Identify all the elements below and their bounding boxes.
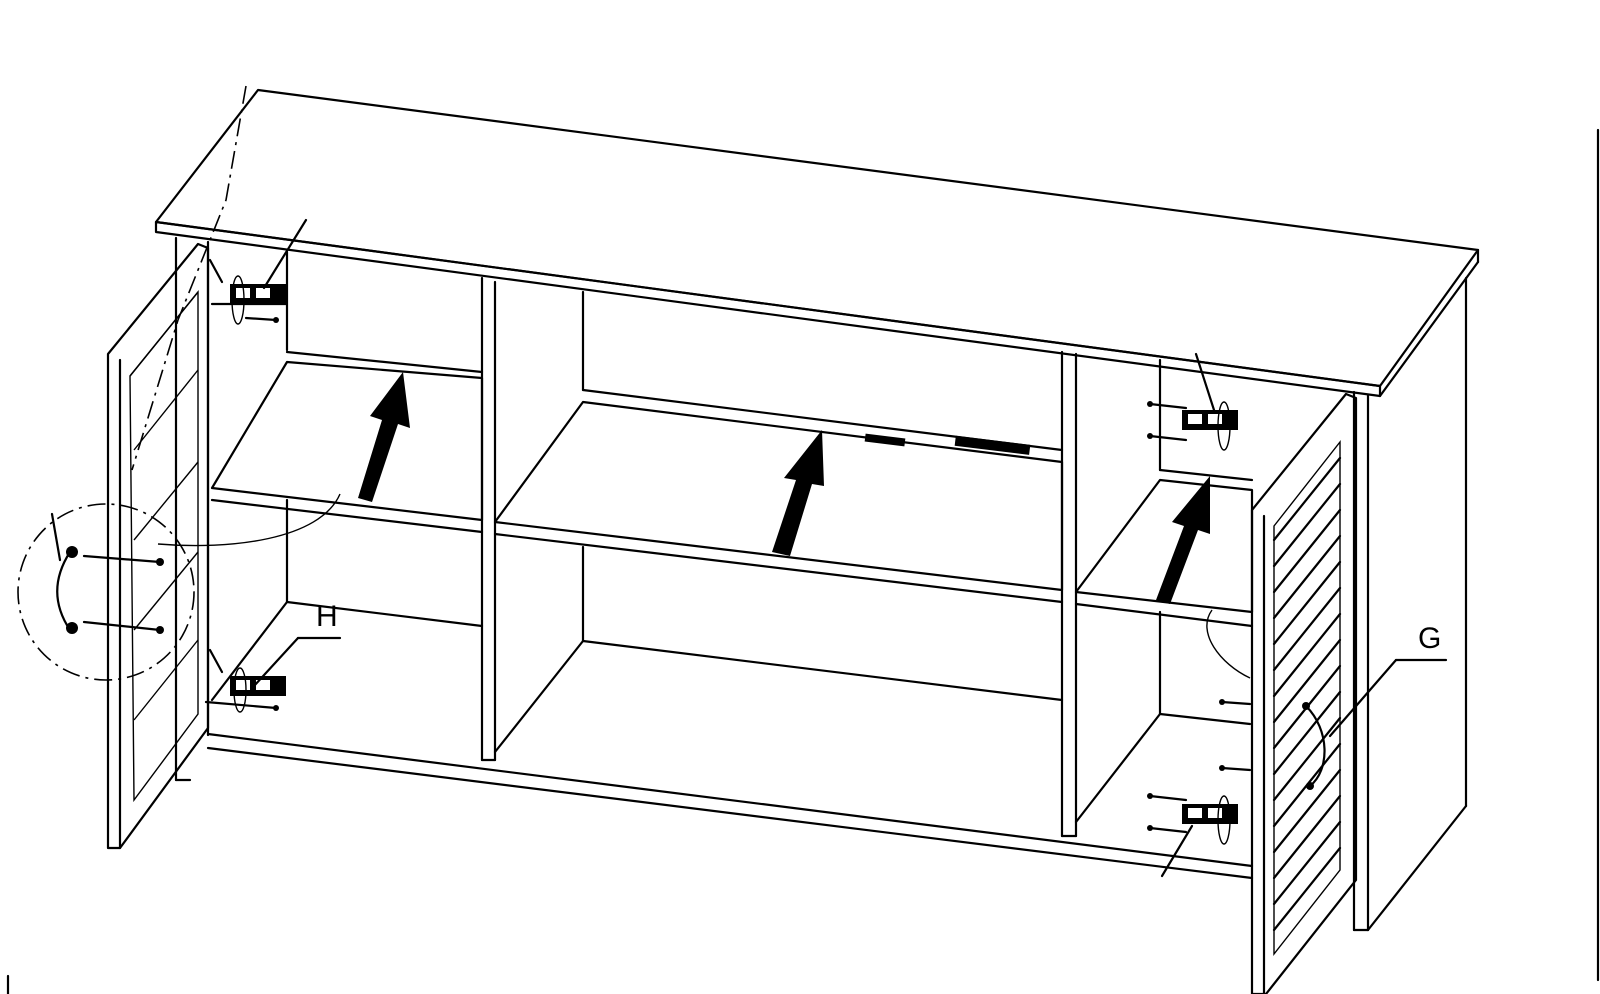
door-louvers [1272,456,1342,932]
screw-icon [1147,825,1188,834]
screw-icon [204,700,279,711]
screw-icon [82,554,164,566]
screw-icon [1219,765,1252,772]
screw-icon [1147,793,1188,802]
hinge-icon [208,648,286,713]
right-side-panel [1352,276,1468,932]
handle-pointer-arc [1206,609,1251,679]
swing-line [131,85,247,471]
arrow-up-icon [358,372,410,502]
hinge-icon [1182,352,1238,451]
arrow-up-icon [772,430,824,556]
screw-icon [1219,699,1252,706]
screw-icon [1147,433,1188,442]
handle-icon [1302,702,1326,790]
label-h-callout: H [252,600,342,688]
left-door [106,242,210,850]
screw-icon [1147,401,1188,410]
part-label-h: H [316,600,338,633]
label-g-callout: G [1328,622,1448,738]
top-panel [154,88,1480,398]
hinge-icon [1160,795,1238,878]
right-door [1250,392,1358,994]
cabinet-body [174,236,1254,880]
handle-icon [50,512,78,634]
screw-icon [82,620,164,634]
arrow-up-icon [1156,476,1210,604]
handle-detail-callout [17,493,341,681]
part-label-g: G [1418,622,1441,655]
screw-icon [244,316,279,323]
shelves [210,350,1254,628]
hinge-icon [208,218,308,325]
